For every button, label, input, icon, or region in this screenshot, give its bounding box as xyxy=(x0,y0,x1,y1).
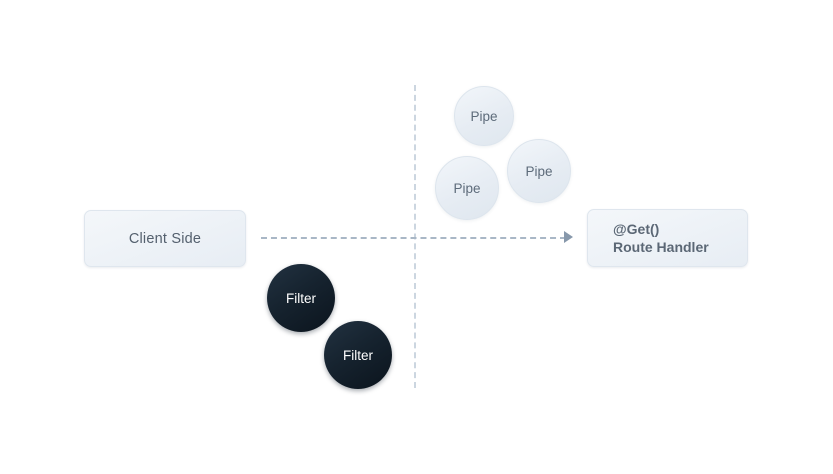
filter-circle: Filter xyxy=(324,321,392,389)
route-handler-decorator: @Get() xyxy=(613,221,660,237)
pipe-circle: Pipe xyxy=(454,86,514,146)
pipe-label: Pipe xyxy=(470,108,498,124)
request-flow-dashed-arrow xyxy=(261,237,566,239)
filter-circle: Filter xyxy=(267,264,335,332)
filter-label: Filter xyxy=(286,290,316,306)
pipe-label: Pipe xyxy=(453,180,481,196)
arrow-head-icon xyxy=(564,231,573,243)
filter-label: Filter xyxy=(343,347,373,363)
vertical-dashed-divider xyxy=(414,85,416,388)
client-side-label: Client Side xyxy=(128,230,202,247)
route-handler-label: Route Handler xyxy=(613,239,709,255)
pipe-circle: Pipe xyxy=(435,156,499,220)
route-handler-box: @Get() Route Handler xyxy=(587,209,748,267)
route-handler-text: @Get() Route Handler xyxy=(613,220,709,256)
pipe-label: Pipe xyxy=(525,163,553,179)
client-side-box: Client Side xyxy=(84,210,246,267)
pipe-circle: Pipe xyxy=(507,139,571,203)
